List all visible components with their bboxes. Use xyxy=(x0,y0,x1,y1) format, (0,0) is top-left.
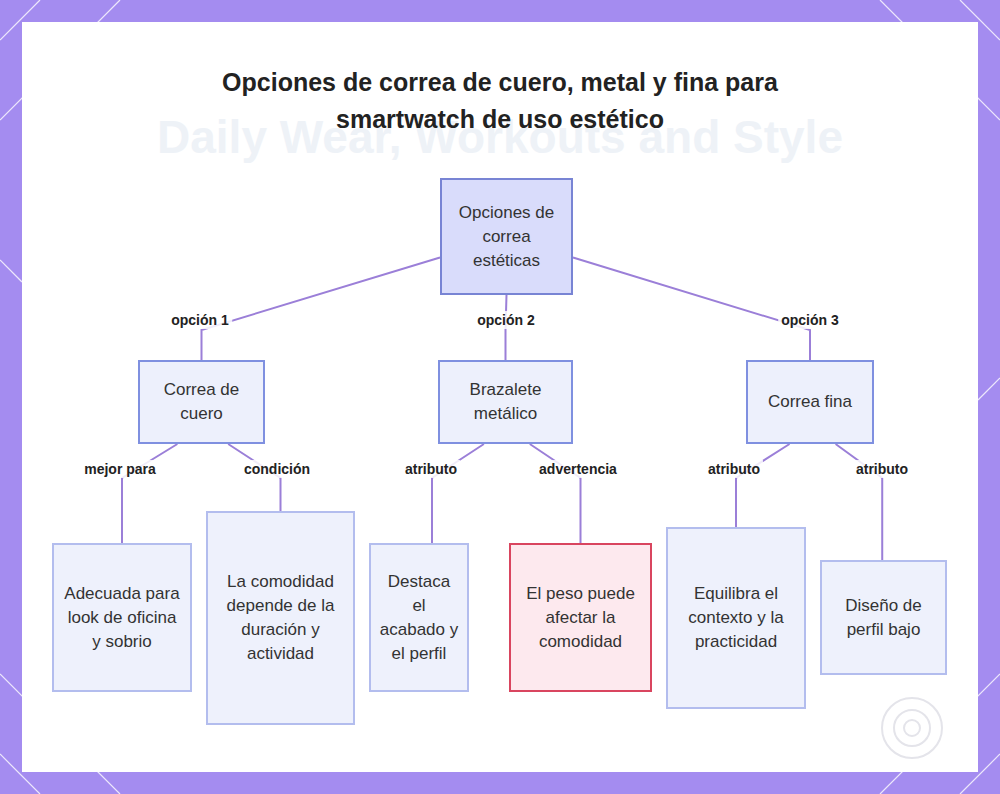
node-text: Diseño de perfil bajo xyxy=(830,594,937,642)
node-text: Adecuada para look de oficina y sobrio xyxy=(62,582,182,654)
attribute-box: Adecuada para look de oficina y sobrio xyxy=(52,543,192,692)
node-text: La comodidad depende de la duración y ac… xyxy=(216,570,345,666)
option-box: Brazalete metálico xyxy=(438,360,573,444)
edge-label: atributo xyxy=(705,460,763,478)
diagram-title: Opciones de correa de cuero, metal y fin… xyxy=(200,64,800,138)
edge-label: opción 2 xyxy=(474,311,538,329)
edge-label: opción 3 xyxy=(778,311,842,329)
node-text: El peso puede afectar la comodidad xyxy=(519,582,642,654)
warning-box: El peso puede afectar la comodidad xyxy=(509,543,652,692)
node-text: Brazalete metálico xyxy=(448,378,563,426)
edge-label: atributo xyxy=(402,460,460,478)
connector-line xyxy=(530,444,581,543)
root-box: Opciones de correa estéticas xyxy=(440,178,573,295)
attribute-box: Equilibra el contexto y la practicidad xyxy=(666,527,806,709)
edge-label: advertencia xyxy=(536,460,620,478)
connector-line xyxy=(202,258,441,360)
edge-label: atributo xyxy=(853,460,911,478)
connector-line xyxy=(432,444,484,543)
option-box: Correa de cuero xyxy=(138,360,265,444)
edge-label: condición xyxy=(241,460,313,478)
attribute-box: La comodidad depende de la duración y ac… xyxy=(206,511,355,725)
node-text: Correa de cuero xyxy=(148,378,255,426)
edge-label: mejor para xyxy=(81,460,159,478)
node-text: Correa fina xyxy=(768,390,852,414)
connector-line xyxy=(122,444,177,543)
node-text: Equilibra el contexto y la practicidad xyxy=(676,582,796,654)
edge-label: opción 1 xyxy=(168,311,232,329)
attribute-box: Destaca el acabado y el perfil xyxy=(369,543,469,692)
node-text: Destaca el acabado y el perfil xyxy=(379,570,459,666)
connector-line xyxy=(573,258,810,360)
option-box: Correa fina xyxy=(746,360,874,444)
node-text: Opciones de correa estéticas xyxy=(450,201,563,273)
connector-line xyxy=(736,444,790,527)
attribute-box: Diseño de perfil bajo xyxy=(820,560,947,675)
